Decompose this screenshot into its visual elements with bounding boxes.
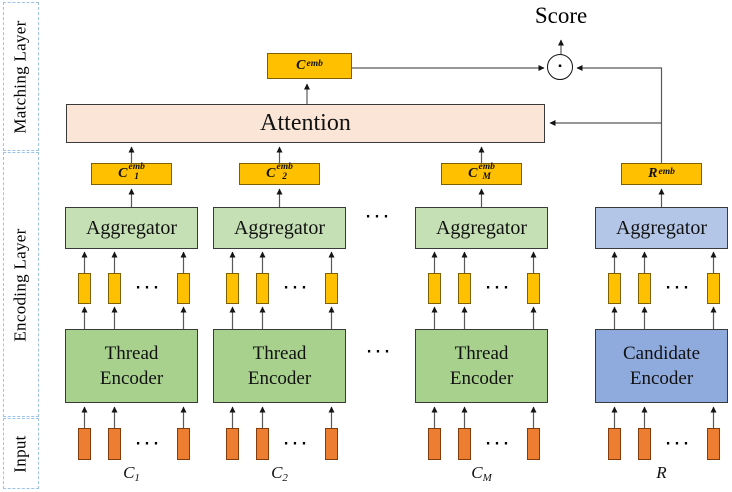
sidebar-section-matching-layer: Matching Layer [3,2,39,151]
aggregator-label: Aggregator [435,216,528,239]
dot-product-node: ▪ [547,54,573,80]
aggregator-box-r: Aggregator [595,207,728,249]
ellipsis-hidden-states: ··· [665,281,693,296]
thread-encoder-box-1: Thread Encoder [65,329,198,403]
column-label-r: R [656,463,667,482]
input-token-bar [177,428,190,460]
hidden-state-bar [325,273,338,304]
ellipsis-input-tokens: ··· [135,437,163,452]
hidden-state-bar [707,273,720,304]
input-token-bar [428,428,441,460]
hidden-state-bar [638,273,651,304]
ellipsis-input-tokens: ··· [283,437,311,452]
hidden-state-bar [458,273,471,304]
input-token-bar [638,428,651,460]
encoder-label-line2: Encoder [99,368,164,389]
aggregator-box-1: Aggregator [65,207,198,249]
aggregator-box-3: Aggregator [415,207,548,249]
column-label-c1: C1 [123,463,140,484]
attention-box: Attention [66,104,545,143]
hidden-state-bar [226,273,239,304]
input-token-bar [108,428,121,460]
attention-label: Attention [260,110,351,136]
input-token-bar [256,428,269,460]
encoder-label-line2: Encoder [449,368,514,389]
thread-encoder-box-3: Thread Encoder [415,329,548,403]
ellipsis-between-columns-aggregator: ··· [365,210,393,225]
sidebar-section-encoding-layer: Encoding Layer [3,152,39,417]
hidden-state-bar [177,273,190,304]
aggregator-label: Aggregator [85,216,178,239]
hidden-state-bar [428,273,441,304]
encoder-label-line1: Candidate [622,342,701,364]
score-label: Score [534,3,588,28]
input-label: Input [11,434,31,473]
hidden-state-bar [108,273,121,304]
candidate-encoder-box: Candidate Encoder [595,329,728,403]
column-label-cm: CM [471,463,492,484]
encoder-label-line1: Thread [252,342,307,364]
encoder-label-line2: Encoder [629,368,694,389]
input-token-bar [527,428,540,460]
ellipsis-hidden-states: ··· [135,281,163,296]
sidebar-section-input: Input [3,418,39,489]
aggregator-box-2: Aggregator [213,207,346,249]
hidden-state-bar [78,273,91,304]
aggregator-label: Aggregator [615,216,708,239]
input-token-bar [458,428,471,460]
hidden-state-bar [608,273,621,304]
encoder-label-line1: Thread [104,342,159,364]
input-token-bar [226,428,239,460]
input-token-bar [78,428,91,460]
hidden-state-bar [527,273,540,304]
ellipsis-hidden-states: ··· [283,281,311,296]
encoder-label-line2: Encoder [247,368,312,389]
column-label-c2: C2 [271,463,288,484]
ellipsis-hidden-states: ··· [485,281,513,296]
hidden-state-bar [256,273,269,304]
dot-product-icon: ▪ [558,61,562,72]
encoding-layer-label: Encoding Layer [11,227,30,342]
matching-layer-label: Matching Layer [11,19,30,134]
input-token-bar [325,428,338,460]
aggregator-label: Aggregator [233,216,326,239]
ellipsis-between-columns-encoder: ··· [366,345,394,360]
thread-encoder-box-2: Thread Encoder [213,329,346,403]
ellipsis-input-tokens: ··· [665,437,693,452]
input-token-bar [608,428,621,460]
input-token-bar [707,428,720,460]
ellipsis-input-tokens: ··· [485,437,513,452]
encoder-label-line1: Thread [454,342,509,364]
